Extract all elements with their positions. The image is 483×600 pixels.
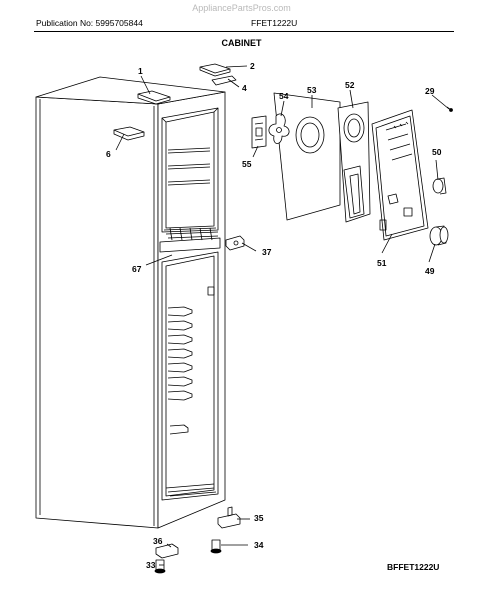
leader-lines — [115, 65, 450, 566]
control-housing — [371, 109, 429, 241]
air-duct — [337, 101, 371, 223]
leveling-leg-right — [210, 539, 222, 554]
header-divider — [34, 31, 454, 32]
section-title: CABINET — [221, 38, 262, 48]
callout-6: 6 — [106, 149, 111, 159]
bottom-hinge — [217, 506, 241, 529]
fan-blade — [268, 113, 290, 144]
callout-50: 50 — [432, 147, 442, 157]
callout-55: 55 — [242, 159, 252, 169]
evaporator-cover — [273, 92, 341, 221]
door-stop-block — [113, 126, 145, 141]
top-hinge-cap — [199, 63, 231, 77]
publication-number: Publication No: 5995705844 — [36, 18, 143, 28]
callout-49: 49 — [425, 266, 435, 276]
callout-34: 34 — [254, 540, 264, 550]
top-hinge — [211, 75, 237, 86]
freezer-compartment — [161, 107, 219, 241]
callout-29: 29 — [425, 86, 435, 96]
cabinet-body — [35, 76, 226, 529]
callout-37: 37 — [262, 247, 272, 257]
fresh-food-compartment — [161, 251, 219, 501]
callout-4: 4 — [242, 83, 247, 93]
callout-labels: 1 2 4 6 29 33 34 35 36 37 49 50 51 52 53… — [106, 61, 442, 570]
top-hinge-cover — [137, 90, 171, 105]
leveling-bracket — [155, 543, 179, 559]
callout-67: 67 — [132, 264, 142, 274]
callout-2: 2 — [250, 61, 255, 71]
callout-1: 1 — [138, 66, 143, 76]
thermostat-knob — [429, 225, 449, 246]
callout-51: 51 — [377, 258, 387, 268]
watermark-text: AppliancePartsPros.com — [192, 3, 291, 13]
callout-52: 52 — [345, 80, 355, 90]
callout-35: 35 — [254, 513, 264, 523]
leveling-leg-left — [154, 559, 166, 574]
lamp-socket — [432, 177, 447, 195]
callout-54: 54 — [279, 91, 289, 101]
mullion — [159, 237, 221, 253]
fan-bracket — [251, 115, 267, 149]
middle-hinge — [225, 235, 245, 251]
callout-36: 36 — [153, 536, 163, 546]
diagram-code: BFFET1222U — [387, 562, 440, 572]
callout-53: 53 — [307, 85, 317, 95]
callout-33: 33 — [146, 560, 156, 570]
model-number: FFET1222U — [251, 18, 298, 28]
